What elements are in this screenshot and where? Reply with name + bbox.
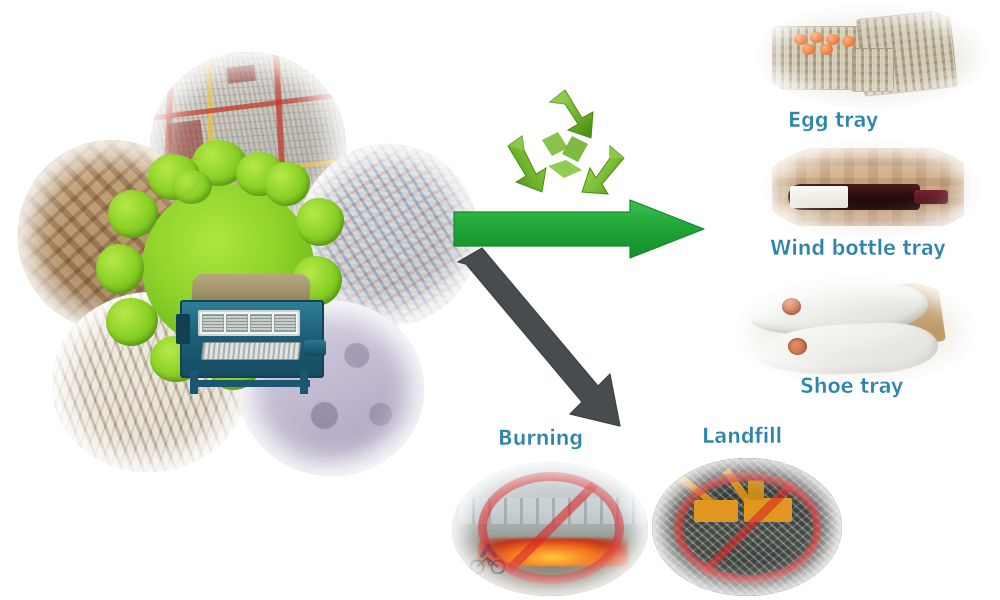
machine-output-tray (201, 342, 301, 360)
label-bottle-tray: Wind bottle tray (770, 236, 946, 261)
cyclist-figure (468, 544, 508, 575)
product-photo-bottle-tray (762, 140, 980, 238)
waste-paper-source-cluster (5, 40, 485, 486)
label-egg-tray: Egg tray (788, 108, 879, 133)
label-burning: Burning (498, 426, 584, 451)
green-leaf-ring (96, 140, 354, 392)
disposal-photo-burning (452, 462, 648, 596)
recycle-flow-arrow (452, 198, 708, 260)
recycling-symbol-icon (498, 88, 632, 202)
label-landfill: Landfill (702, 424, 783, 449)
disposal-photo-landfill (652, 458, 842, 596)
machine-side-unit (176, 314, 190, 344)
prohibition-sign-burning (478, 472, 624, 584)
product-photo-shoe-tray (736, 276, 976, 386)
label-shoe-tray: Shoe tray (800, 374, 904, 399)
prohibition-sign-landfill (674, 472, 822, 584)
disposal-flow-arrow (452, 246, 642, 432)
machine-mold-panel (198, 310, 300, 336)
machine-motor (304, 340, 326, 356)
egg-tray-making-machine (176, 274, 328, 396)
product-photo-egg-tray (756, 4, 988, 108)
